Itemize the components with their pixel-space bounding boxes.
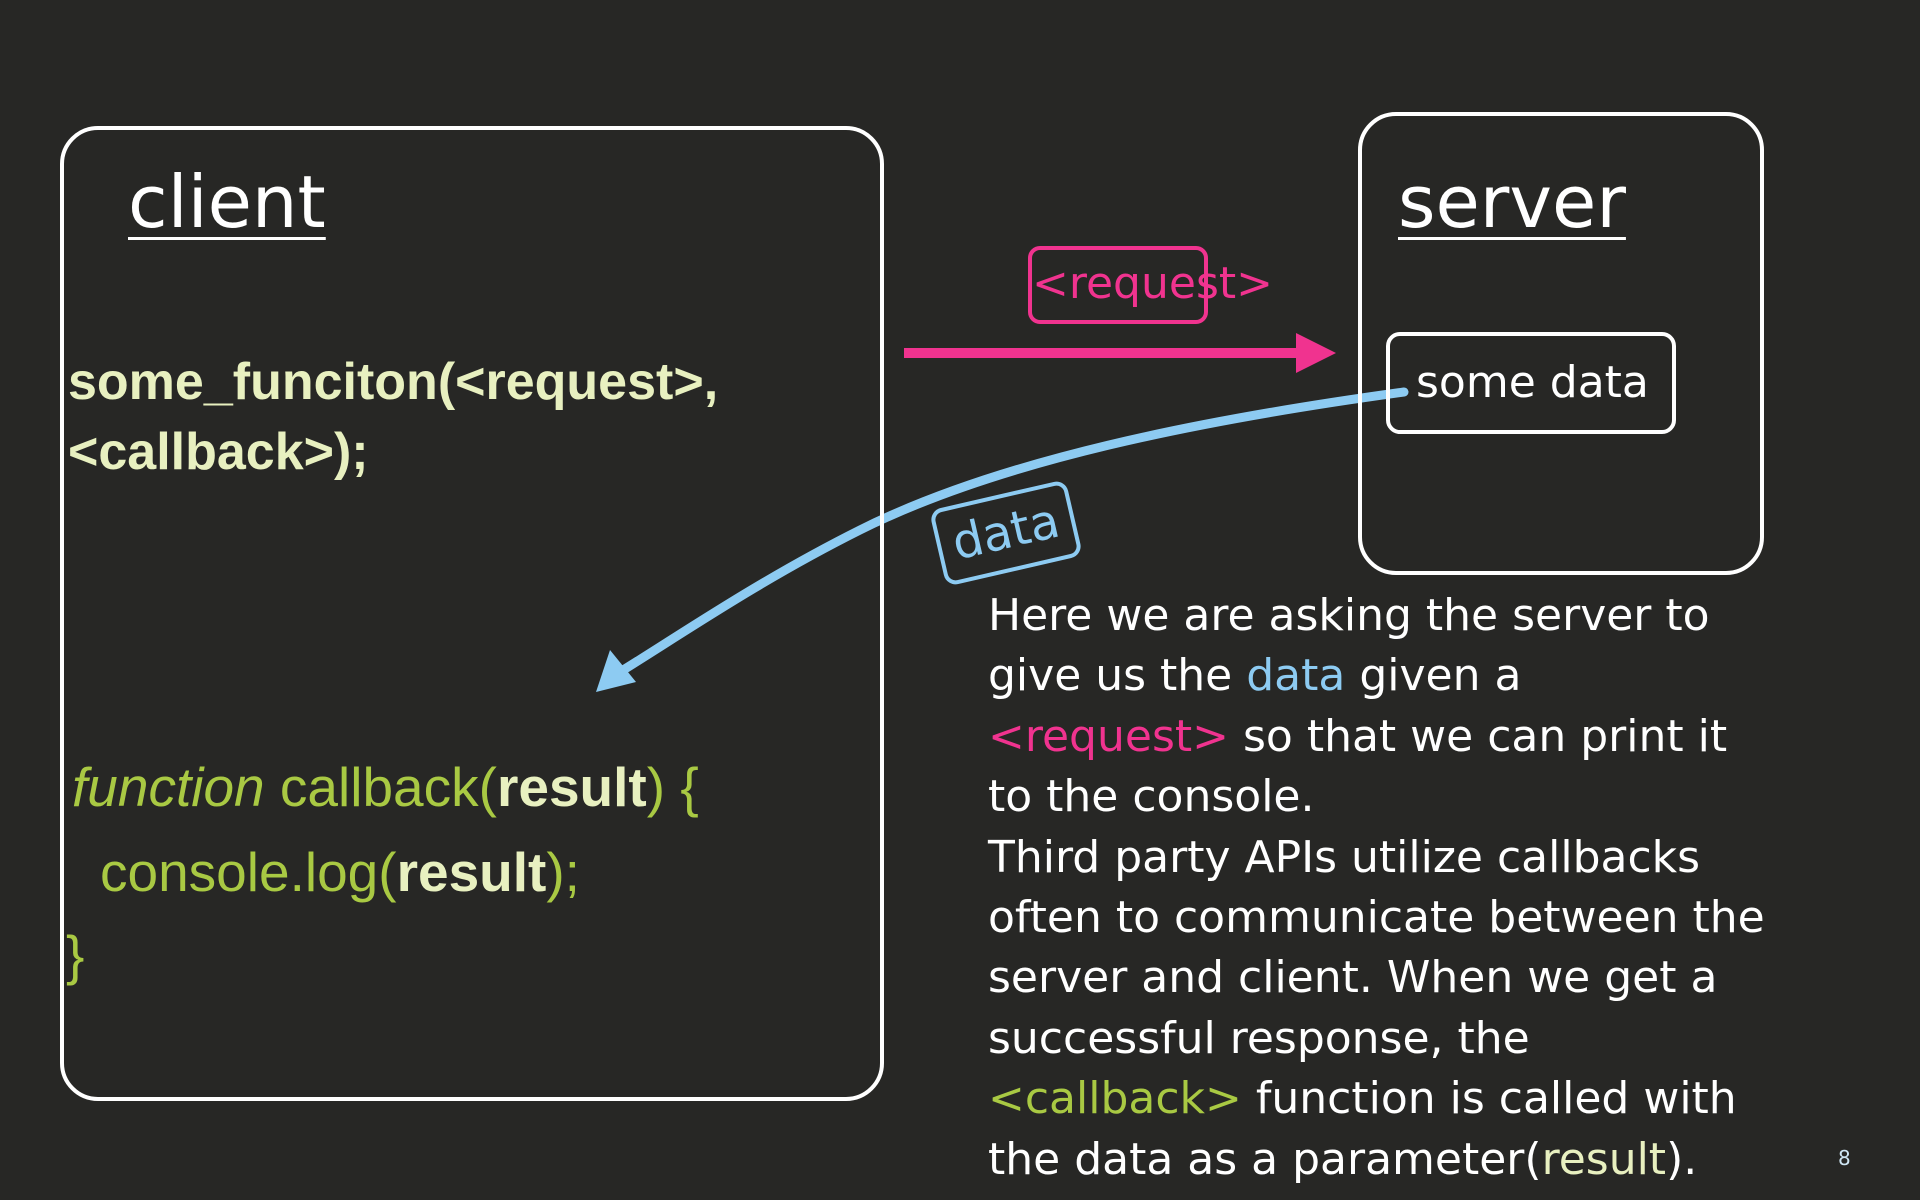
- client-box: [60, 126, 884, 1101]
- client-title: client: [128, 160, 326, 244]
- callback-signature: function callback(result) {: [72, 760, 699, 815]
- description-text-run: given a: [1345, 650, 1522, 702]
- description-text: Here we are asking the server to give us…: [988, 586, 1768, 1190]
- callback-name: callback(: [264, 756, 497, 818]
- description-paragraph-1: Here we are asking the server to give us…: [988, 586, 1768, 828]
- some-data-box: some data: [1386, 332, 1676, 434]
- description-text-run: function is called with the data as a pa…: [988, 1073, 1737, 1185]
- console-log-call: console.log(: [100, 841, 397, 903]
- description-callback-word: <callback>: [988, 1073, 1242, 1125]
- description-text-run: Here we are asking the server to give us…: [988, 590, 1710, 702]
- server-box: [1358, 112, 1764, 575]
- request-arrow: [904, 333, 1336, 373]
- console-log-close: );: [546, 841, 580, 903]
- function-call-line-2: <callback>);: [68, 423, 369, 481]
- function-call-line-1: some_funciton(<request>,: [68, 353, 719, 411]
- function-keyword: function: [72, 756, 265, 818]
- description-text-run: ).: [1666, 1133, 1698, 1185]
- server-title: server: [1398, 160, 1626, 244]
- callback-open-brace: ) {: [646, 756, 699, 818]
- page-number: 8: [1838, 1146, 1851, 1170]
- description-text-run: so that we can print it to the console.: [988, 710, 1728, 823]
- description-request-word: <request>: [988, 710, 1229, 762]
- description-result-word: result: [1541, 1133, 1667, 1185]
- callback-param: result: [496, 756, 647, 818]
- data-return-arrow: [596, 387, 1409, 692]
- callback-closing-brace: }: [66, 924, 85, 986]
- description-text-run: Third party APIs utilize callbacks often…: [988, 831, 1765, 1064]
- description-data-word: data: [1246, 650, 1346, 702]
- description-paragraph-2: Third party APIs utilize callbacks often…: [988, 828, 1768, 1190]
- request-label: <request>: [1028, 246, 1273, 324]
- callback-body: console.log(result);: [100, 845, 580, 900]
- console-log-arg: result: [396, 841, 547, 903]
